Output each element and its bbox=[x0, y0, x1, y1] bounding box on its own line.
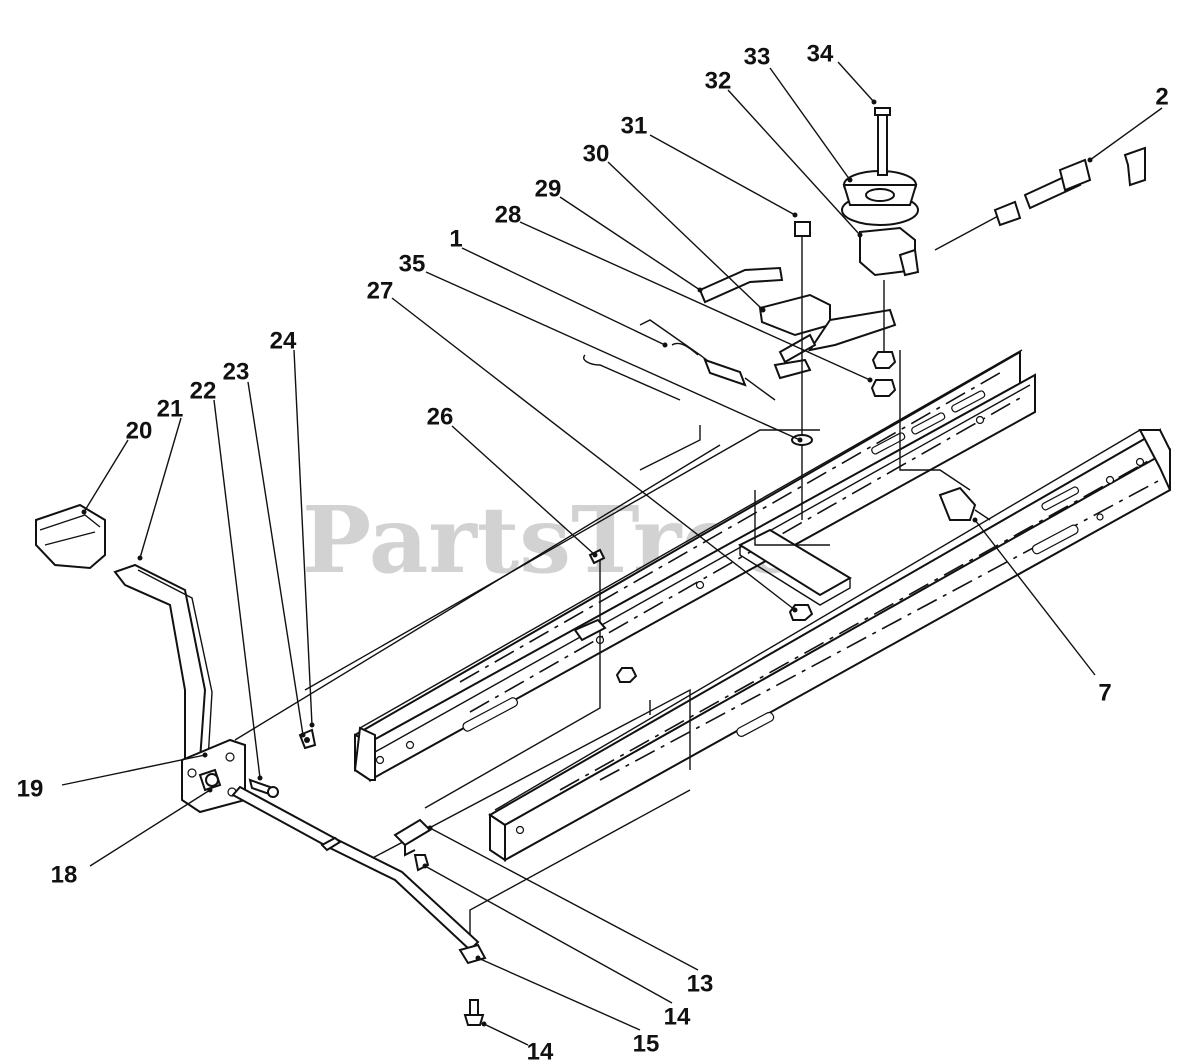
callout-c15: 15 bbox=[633, 1030, 660, 1057]
callout-c30: 30 bbox=[583, 140, 610, 167]
callout-c29: 29 bbox=[535, 175, 562, 202]
idler-bracket-32 bbox=[859, 226, 920, 277]
callout-c26: 26 bbox=[427, 403, 454, 430]
left-rail-slots bbox=[375, 390, 986, 765]
right-frame-rail bbox=[488, 428, 1171, 862]
callout-c20: 20 bbox=[126, 417, 153, 444]
callout-c34: 34 bbox=[807, 40, 834, 67]
bolt-14-lower bbox=[463, 999, 485, 1026]
callout-c14a: 14 bbox=[664, 1003, 691, 1030]
spring-1 bbox=[583, 319, 776, 401]
leader-dots bbox=[81, 99, 1093, 1027]
callout-c22: 22 bbox=[190, 377, 217, 404]
cross-member bbox=[737, 528, 852, 606]
left-frame-rail bbox=[353, 349, 1036, 782]
callout-c27: 27 bbox=[367, 277, 394, 304]
pedal-arm-21 bbox=[113, 563, 213, 761]
callout-c2: 2 bbox=[1155, 83, 1168, 110]
callout-c28: 28 bbox=[495, 201, 522, 228]
right-rail-slots bbox=[515, 457, 1145, 835]
bracket-13 bbox=[393, 818, 432, 857]
idler-arm-29 bbox=[698, 266, 897, 352]
pedal-rod bbox=[231, 785, 480, 952]
callout-c19: 19 bbox=[17, 775, 44, 802]
lower-nut bbox=[615, 667, 638, 683]
spring-2 bbox=[934, 146, 1146, 251]
callout-c21: 21 bbox=[157, 395, 184, 422]
callout-c31: 31 bbox=[621, 112, 648, 139]
callout-c1: 1 bbox=[449, 225, 462, 252]
callout-c7: 7 bbox=[1098, 679, 1111, 706]
callout-c18: 18 bbox=[51, 861, 78, 888]
spring-7 bbox=[938, 486, 991, 521]
idler-pulley-33 bbox=[841, 170, 919, 226]
phantom-outlines bbox=[234, 350, 971, 935]
leader-lines bbox=[61, 61, 1163, 1046]
link-15 bbox=[458, 943, 487, 965]
bolt-34 bbox=[874, 107, 891, 176]
callout-c24: 24 bbox=[270, 327, 297, 354]
pedal-pad-20 bbox=[35, 503, 106, 570]
callout-c14b: 14 bbox=[527, 1038, 554, 1062]
callout-c23: 23 bbox=[223, 358, 250, 385]
callout-c32: 32 bbox=[705, 67, 732, 94]
callout-c35: 35 bbox=[399, 250, 426, 277]
callout-c33: 33 bbox=[744, 43, 771, 70]
clevis-pin-22 bbox=[248, 778, 279, 798]
bracket-30 bbox=[773, 333, 817, 380]
hardware-stack bbox=[788, 221, 897, 621]
pedal-bracket bbox=[181, 738, 246, 814]
callout-c13: 13 bbox=[687, 970, 714, 997]
